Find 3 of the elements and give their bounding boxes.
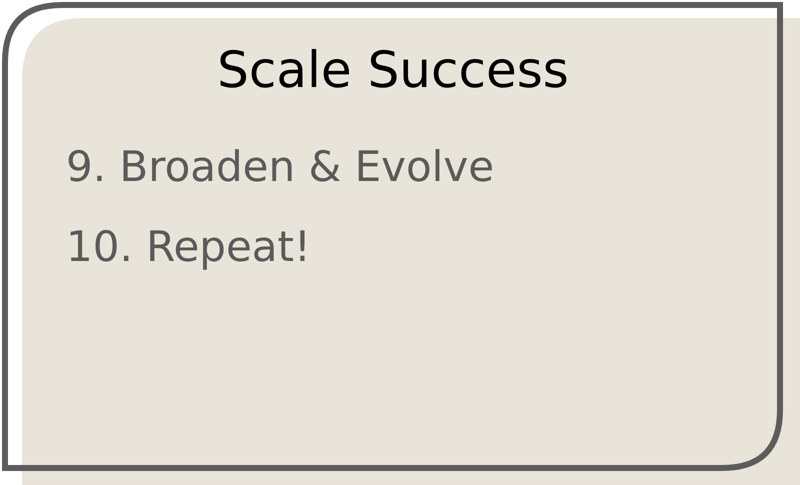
list-item: 10. Repeat! [66, 223, 311, 272]
card-heading: Scale Success [217, 42, 569, 100]
list-item: 9. Broaden & Evolve [66, 143, 494, 192]
